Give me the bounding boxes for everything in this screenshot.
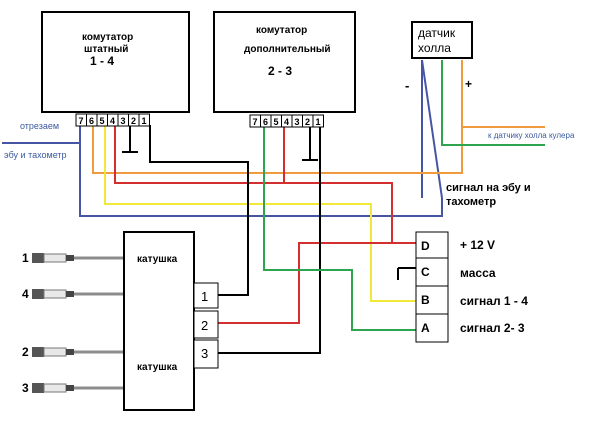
coil-terminal-1 bbox=[193, 282, 219, 309]
connector-desc-b: сигнал 1 - 4 bbox=[460, 294, 528, 308]
connector-desc-c: масса bbox=[460, 266, 496, 280]
wire-blue-ecu bbox=[79, 125, 443, 217]
ground-symbol-conn-c bbox=[397, 267, 416, 280]
extra-pin-label: 4 bbox=[284, 117, 289, 127]
hall-minus-label: - bbox=[405, 78, 409, 93]
spark-plug-3: 3 bbox=[22, 381, 74, 395]
cut-label: отрезаем bbox=[20, 121, 59, 131]
extra-commutator-line2: дополнительный bbox=[244, 44, 331, 55]
extra-commutator-line3: 2 - 3 bbox=[268, 64, 292, 78]
connector-pin-a: A bbox=[421, 321, 430, 335]
connector-pin-c: C bbox=[421, 265, 430, 279]
coil-label-top: катушка bbox=[137, 254, 178, 265]
extra-commutator-line1: комутатор bbox=[256, 25, 307, 36]
spark-plug-1-label: 1 bbox=[22, 251, 29, 265]
stock-pin-label: 1 bbox=[142, 116, 147, 126]
stock-pin-box bbox=[138, 113, 150, 127]
wire-yellow bbox=[104, 125, 416, 302]
connector-pin-b: B bbox=[421, 293, 430, 307]
wire-orange bbox=[92, 60, 463, 174]
wire-black-extra-coil3 bbox=[218, 126, 321, 354]
stock-pin-label: 4 bbox=[110, 116, 115, 126]
extra-pin-box bbox=[312, 114, 324, 128]
coil-terminal-3 bbox=[193, 339, 219, 369]
extra-pin-label: 1 bbox=[316, 117, 321, 127]
coil-terminal-1-label: 1 bbox=[201, 289, 208, 304]
wire-blue-hall-minus bbox=[421, 59, 443, 199]
extra-pin-label: 2 bbox=[305, 117, 310, 127]
spark-plug-2: 2 bbox=[22, 345, 74, 359]
connector: D C B A + 12 V масса сигнал 1 - 4 сигнал… bbox=[415, 231, 528, 343]
wire-red-coil bbox=[218, 242, 392, 324]
connector-desc-a: сигнал 2- 3 bbox=[460, 321, 525, 335]
extra-pin-label: 6 bbox=[263, 117, 268, 127]
spark-plug-2-label: 2 bbox=[22, 345, 29, 359]
stock-commutator-line2: штатный bbox=[84, 44, 128, 55]
stock-pin-label: 5 bbox=[100, 116, 105, 126]
wire-green-hall bbox=[441, 60, 545, 146]
cooler-label: к датчику холла кулера bbox=[488, 131, 575, 140]
hall-sensor: датчик холла - + bbox=[405, 21, 473, 93]
connector-desc-d: + 12 V bbox=[460, 238, 495, 252]
extra-pin-label: 3 bbox=[295, 117, 300, 127]
hall-sensor-line1: датчик bbox=[418, 26, 456, 40]
spark-plug-4-label: 4 bbox=[22, 287, 29, 301]
stock-pin-label: 6 bbox=[89, 116, 94, 126]
ignition-coil: катушка катушка 1 2 3 bbox=[123, 231, 219, 411]
coil-terminal-2-label: 2 bbox=[201, 318, 208, 333]
hall-plus-label: + bbox=[465, 77, 472, 91]
spark-plug-1: 1 bbox=[22, 251, 74, 265]
wire-red-stock bbox=[114, 125, 416, 244]
stock-pin-label: 2 bbox=[131, 116, 136, 126]
signal-ecu-label-2: тахометр bbox=[446, 196, 496, 208]
wire-black-stock-coil1 bbox=[149, 125, 249, 296]
coil-terminal-2 bbox=[193, 310, 219, 339]
signal-ecu-label-1: сигнал на эбу и bbox=[446, 182, 531, 194]
hall-sensor-line2: холла bbox=[418, 41, 451, 55]
coil-terminal-3-label: 3 bbox=[201, 346, 208, 361]
stock-commutator-line1: комутатор bbox=[82, 32, 133, 43]
connector-pin-d: D bbox=[421, 239, 430, 253]
stock-pin-label: 3 bbox=[121, 116, 126, 126]
coil-label-bottom: катушка bbox=[137, 362, 178, 373]
extra-pin-label: 7 bbox=[253, 117, 258, 127]
ecu-tacho-label: эбу и тахометр bbox=[4, 150, 67, 160]
extra-pin-label: 5 bbox=[274, 117, 279, 127]
spark-plug-3-label: 3 bbox=[22, 381, 29, 395]
wire-green-extra bbox=[263, 126, 416, 331]
spark-plug-4: 4 bbox=[22, 287, 74, 301]
stock-pin-label: 7 bbox=[79, 116, 84, 126]
stock-commutator-line3: 1 - 4 bbox=[90, 54, 114, 68]
